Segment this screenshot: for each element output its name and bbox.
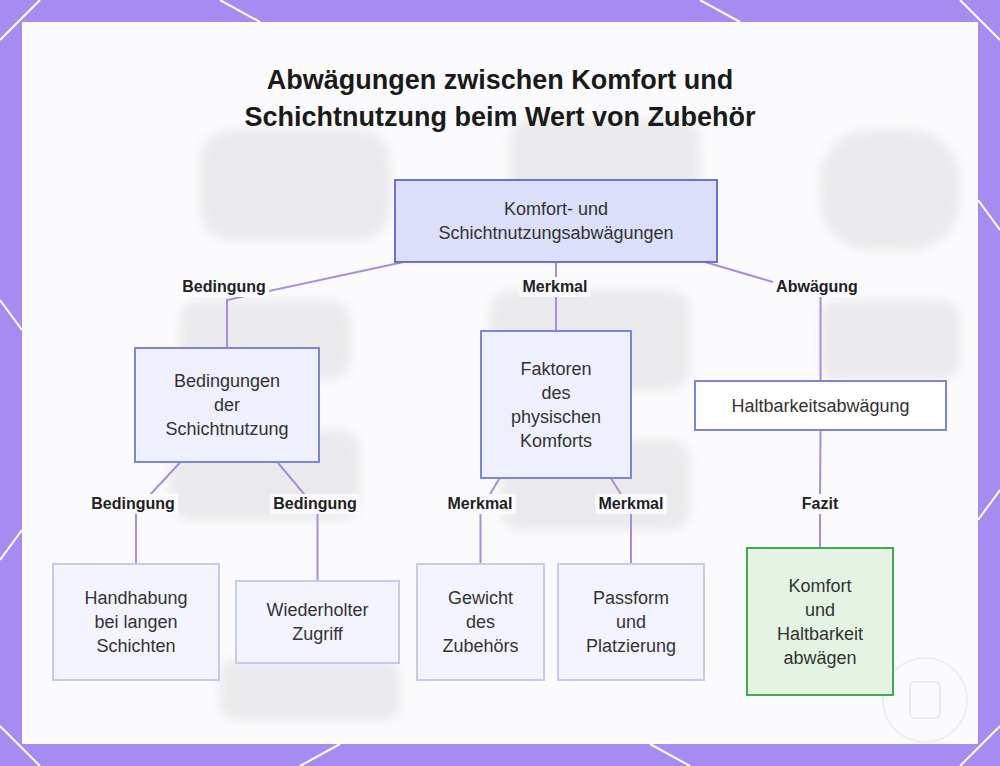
leaf-box: Wiederholter Zugriff <box>235 580 400 664</box>
diagram-title: Abwägungen zwischen Komfort und Schichtn… <box>190 62 810 136</box>
node-text: Faktoren des physischen Komforts <box>509 357 604 453</box>
leaf-box: Gewicht des Zubehörs <box>416 563 545 681</box>
edge-label: Fazit <box>799 494 841 514</box>
connector-line <box>227 262 404 348</box>
category-box: Haltbarkeitsabwägung <box>694 380 947 431</box>
connector-line <box>481 478 500 564</box>
edge-label: Bedingung <box>88 494 178 514</box>
category-box: Bedingungen der Schichtnutzung <box>134 347 320 463</box>
corner-icon <box>883 658 967 742</box>
node-text: Gewicht des Zubehörs <box>438 586 523 658</box>
root-box: Komfort- und Schichtnutzungsabwägungen <box>394 179 718 263</box>
connector-line <box>819 430 822 548</box>
connector-line <box>611 478 631 564</box>
node-text: Handhabung bei langen Schichten <box>76 586 196 658</box>
node-text: Komfort und Haltbarkeit abwägen <box>773 574 868 670</box>
node-text: Passform und Platzierung <box>581 586 681 658</box>
edge-label: Abwägung <box>773 277 861 297</box>
connector-line <box>277 462 317 581</box>
edge-label: Merkmal <box>596 494 667 514</box>
edge-label: Bedingung <box>179 277 269 297</box>
edge-label: Merkmal <box>520 277 591 297</box>
leaf-box: Passform und Platzierung <box>557 563 705 681</box>
content-panel <box>22 22 978 744</box>
node-text: Komfort- und Schichtnutzungsabwägungen <box>416 197 696 245</box>
leaf-box: Handhabung bei langen Schichten <box>52 563 220 681</box>
edge-label: Merkmal <box>445 494 516 514</box>
conclusion-box: Komfort und Haltbarkeit abwägen <box>746 547 894 696</box>
node-text: Bedingungen der Schichtnutzung <box>162 369 292 441</box>
category-box: Faktoren des physischen Komforts <box>480 330 632 479</box>
node-text: Wiederholter Zugriff <box>253 598 383 646</box>
node-text: Haltbarkeitsabwägung <box>711 394 931 418</box>
title-block: Abwägungen zwischen Komfort und Schichtn… <box>0 62 1000 136</box>
edge-label: Bedingung <box>270 494 360 514</box>
